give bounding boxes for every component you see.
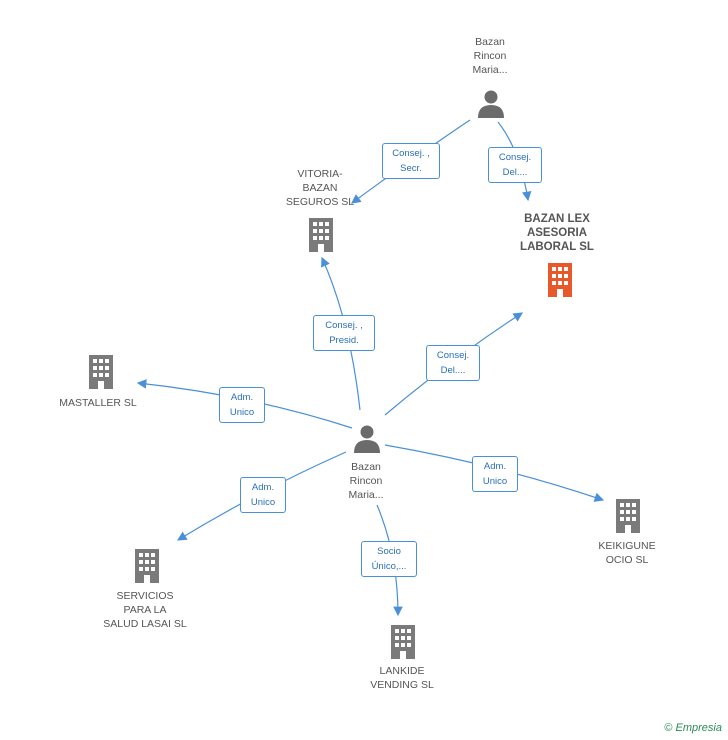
building-icon[interactable] [306,218,336,252]
building-icon[interactable] [86,355,116,389]
edge-label-top-vitoria: Consej. , Secr. [382,143,440,179]
person-icon[interactable] [476,88,506,118]
edge-label-center-vitoria: Consej. , Presid. [313,315,375,351]
node-label-vitoria[interactable]: VITORIA- BAZAN SEGUROS SL [285,168,355,208]
building-icon[interactable] [388,625,418,659]
edge-label-top-bazanlex: Consej. Del.... [488,147,542,183]
node-label-servicios[interactable]: SERVICIOS PARA LA SALUD LASAI SL [103,590,187,630]
node-label-bazan-lex[interactable]: BAZAN LEX ASESORIA LABORAL SL [520,213,594,253]
edge-label-center-mastaller: Adm. Unico [219,387,265,423]
node-label-person-center[interactable]: Bazan Rincon Maria... [348,461,384,501]
edge-label-center-servicios: Adm. Unico [240,477,286,513]
edge-label-center-keikigune: Adm. Unico [472,456,518,492]
node-label-person-top[interactable]: Bazan Rincon Maria... [472,36,508,76]
copyright-icon: © [664,722,673,734]
person-icon[interactable] [352,423,382,453]
building-icon[interactable] [613,499,643,533]
edge-label-center-bazanlex: Consej. Del.... [426,345,480,381]
building-icon[interactable] [545,263,575,297]
brand-name: Empresia [675,722,722,734]
node-label-keikigune[interactable]: KEIKIGUNE OCIO SL [598,540,656,566]
edge-label-center-lankide: Socio Único,... [361,541,417,577]
node-label-lankide[interactable]: LANKIDE VENDING SL [370,665,434,691]
footer-brand[interactable]: ©Empresia [664,722,722,734]
node-label-mastaller[interactable]: MASTALLER SL [59,397,137,409]
building-icon[interactable] [132,549,162,583]
